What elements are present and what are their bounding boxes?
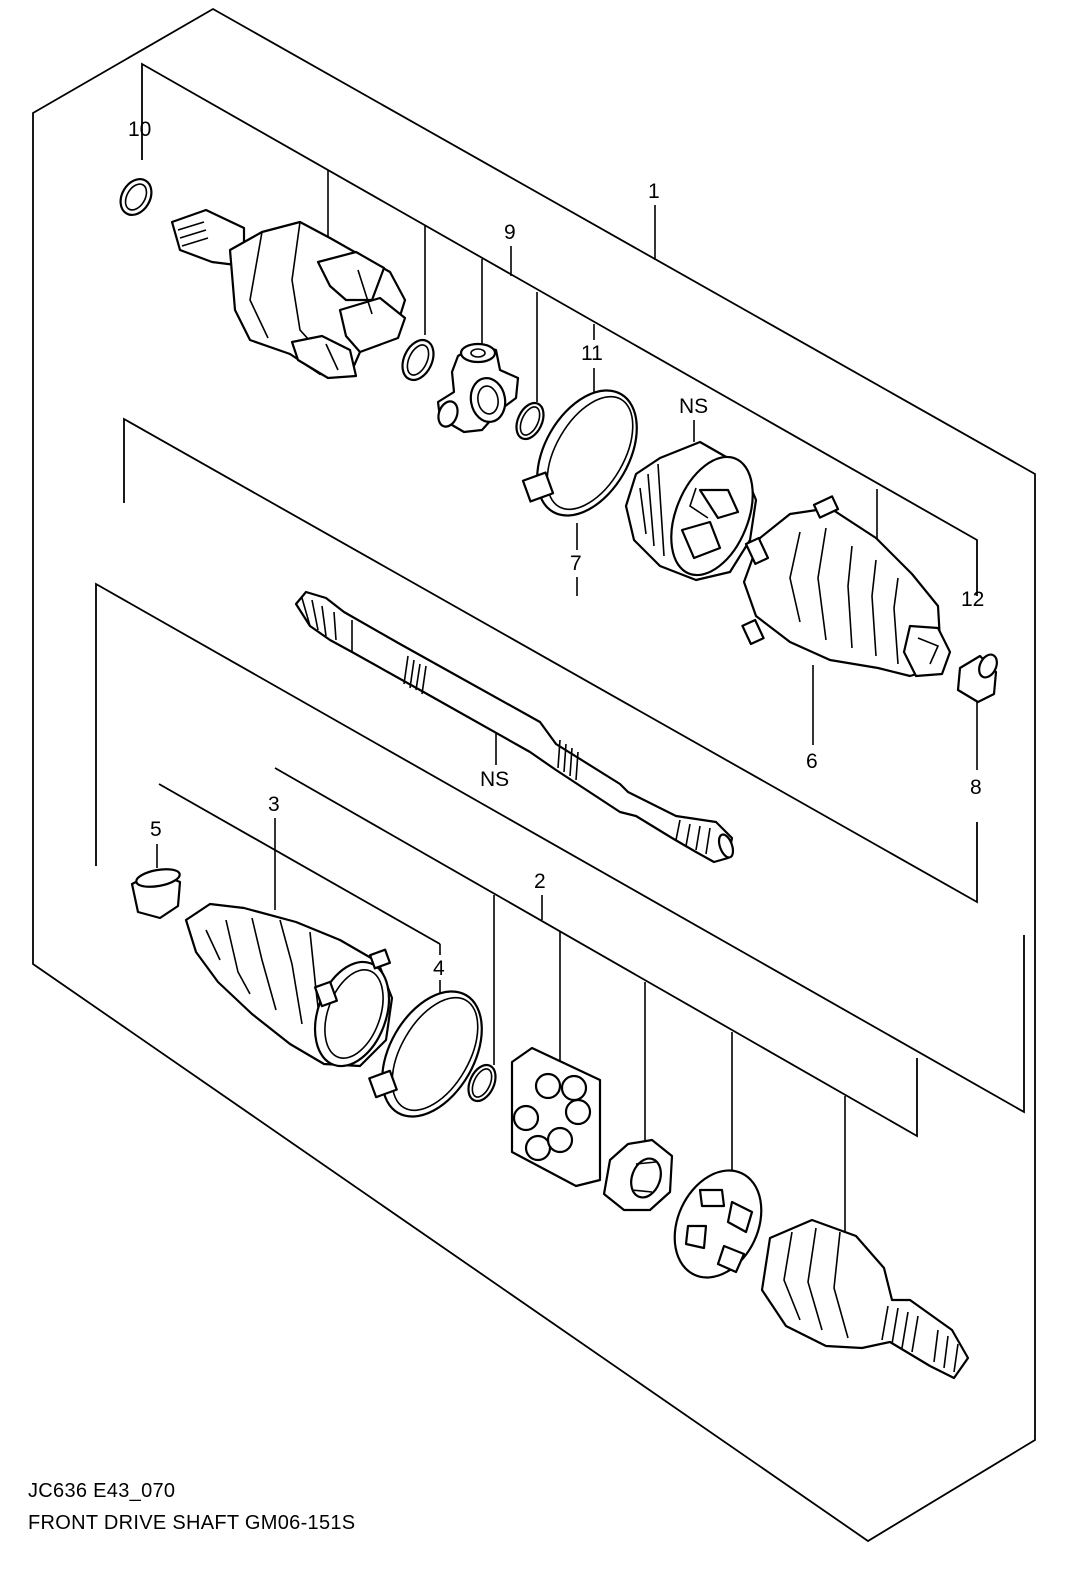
callout-1: 1 xyxy=(648,180,660,203)
ball-cage xyxy=(673,1169,763,1279)
callout-4: 4 xyxy=(433,957,445,980)
boot-band-5 xyxy=(130,868,182,920)
inner-joint-housing xyxy=(170,208,407,380)
inner-boot-ns xyxy=(624,440,758,582)
assembly-frame xyxy=(32,7,1036,1543)
outer-joint-stub xyxy=(760,1218,970,1380)
snap-ring-10 xyxy=(119,178,153,216)
boot-band-8 xyxy=(956,653,998,704)
ball-bearings-set xyxy=(510,1046,602,1188)
callout-6: 6 xyxy=(806,750,818,773)
callout-ns-shaft: NS xyxy=(480,768,509,791)
callout-8: 8 xyxy=(970,776,982,799)
small-circlip xyxy=(515,401,545,441)
bracket-frame-ns-shaft xyxy=(123,417,978,904)
callout-3: 3 xyxy=(268,793,280,816)
callout-7: 7 xyxy=(570,552,582,575)
diagram-code: JC636 E43_070 xyxy=(28,1480,176,1502)
bracket-frame-10 xyxy=(141,62,978,596)
callout-5: 5 xyxy=(150,818,162,841)
circlip-ring xyxy=(401,338,435,382)
tripod-spider-9 xyxy=(436,342,520,434)
bracket-frame-3 xyxy=(274,767,918,1138)
bracket-frame-5 xyxy=(95,582,1025,1114)
outer-boot-12 xyxy=(741,495,952,678)
callout-2: 2 xyxy=(534,870,546,893)
callout-12: 12 xyxy=(961,588,984,611)
outer-boot-3 xyxy=(184,902,394,1068)
inner-race xyxy=(602,1138,674,1212)
callout-11: 11 xyxy=(581,342,603,365)
axle-shaft-ns xyxy=(294,590,735,864)
callout-10: 10 xyxy=(128,118,151,141)
diagram-title: FRONT DRIVE SHAFT GM06-151S xyxy=(28,1512,356,1534)
callout-ns-boot: NS xyxy=(679,395,708,418)
bracket-frame-4 xyxy=(158,783,441,945)
boot-clamp-4 xyxy=(368,990,483,1118)
boot-clamp-11 xyxy=(521,389,638,517)
callout-labels: 1 2 3 4 5 6 7 8 9 10 11 12 NS NS xyxy=(128,118,984,980)
callout-9: 9 xyxy=(504,221,516,244)
circlip-lower xyxy=(467,1063,497,1103)
